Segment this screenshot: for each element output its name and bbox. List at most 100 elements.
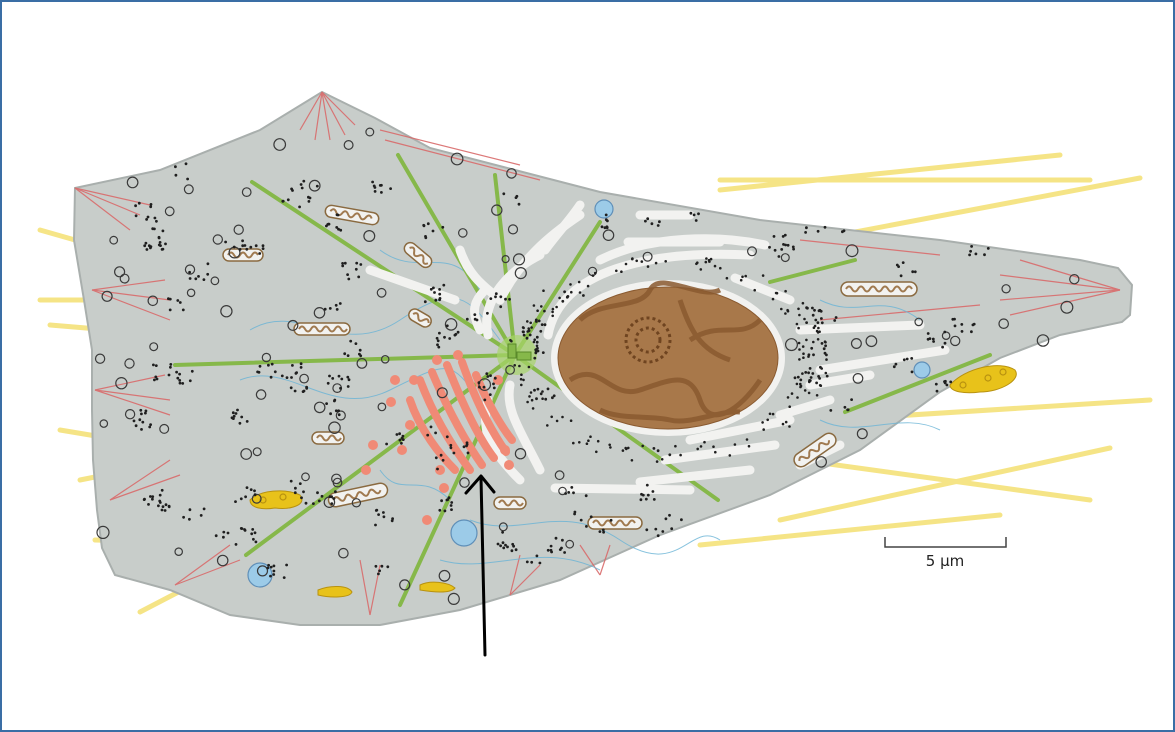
actin-filament — [509, 564, 541, 596]
ribosome — [398, 432, 401, 436]
vesicle — [124, 358, 135, 369]
ribosome — [806, 306, 809, 310]
ribosome — [267, 563, 270, 567]
ribosome — [510, 549, 514, 553]
ribosome — [535, 335, 539, 339]
vesicle — [363, 230, 376, 243]
ribosome — [536, 346, 539, 350]
ribosome — [429, 287, 433, 291]
ribosome — [784, 243, 787, 247]
ribosome — [792, 247, 795, 251]
er-cisterna — [480, 395, 525, 485]
ribosome — [602, 530, 605, 534]
ribosome — [337, 227, 340, 231]
ribosome — [609, 518, 613, 522]
endosome — [913, 361, 931, 379]
lysosome-vesicle — [959, 381, 967, 389]
lysosome-vesicle — [999, 368, 1007, 376]
golgi-vesicle — [368, 440, 378, 450]
ribosome — [591, 274, 595, 277]
ribosome — [486, 311, 489, 315]
ribosome — [646, 493, 650, 497]
ribosome — [499, 295, 503, 299]
ribosome — [719, 266, 722, 270]
vesicle — [852, 373, 864, 384]
ribosome — [521, 326, 525, 329]
ribosome — [656, 224, 660, 227]
ribosome — [829, 409, 833, 412]
ribosome — [389, 187, 392, 191]
vesicle — [602, 229, 615, 241]
ribosome — [449, 446, 453, 450]
ribosome — [664, 260, 667, 263]
ribosome — [815, 381, 818, 385]
er-cisterna — [635, 465, 755, 487]
ribosome — [550, 415, 553, 419]
ribosome — [238, 421, 242, 425]
ribosome — [132, 419, 136, 423]
ribosome — [601, 528, 605, 532]
ribosome — [527, 327, 530, 330]
ribosome — [546, 424, 549, 427]
ribosome — [478, 385, 481, 389]
lysosome — [317, 586, 353, 598]
ribosome — [249, 245, 253, 249]
ribosome — [502, 192, 506, 196]
ribosome — [808, 367, 812, 370]
ribosome — [697, 212, 700, 216]
ribosome — [188, 508, 192, 512]
ribosome — [542, 289, 545, 293]
ribosome — [382, 515, 386, 519]
actin-filament — [74, 187, 141, 216]
ribosome — [222, 530, 226, 534]
vesicle — [299, 373, 310, 384]
ribosome — [519, 377, 523, 381]
ribosome — [816, 321, 820, 324]
ribosome — [983, 253, 986, 257]
ribosome — [573, 510, 577, 514]
ribosome — [804, 371, 808, 374]
vesicle — [506, 168, 517, 179]
ribosome — [338, 302, 342, 305]
ribosome — [178, 381, 182, 385]
ribosome — [819, 309, 823, 313]
ribosome — [535, 340, 539, 344]
ribosome — [843, 405, 847, 409]
actin-filament — [109, 474, 181, 501]
vesicle — [94, 353, 106, 364]
ribosome — [343, 352, 347, 356]
vesicle — [356, 358, 368, 369]
ribosome — [660, 458, 664, 461]
ribosome — [781, 422, 785, 426]
golgi-vesicle — [405, 420, 415, 430]
ribosome — [777, 255, 781, 258]
centriole — [516, 351, 532, 361]
ribosome — [522, 378, 525, 382]
ribosome — [814, 318, 818, 322]
ribosome — [441, 458, 445, 462]
ribosome — [250, 532, 254, 536]
ribosome — [492, 382, 495, 386]
ribosome — [960, 330, 964, 333]
ribosome — [527, 365, 531, 369]
ribosome — [842, 229, 846, 233]
golgi-cisterna — [443, 361, 498, 462]
ribosome — [656, 449, 660, 453]
endosomes — [247, 199, 931, 588]
ribosome — [704, 260, 708, 264]
ribosome — [788, 425, 791, 428]
ribosome — [253, 493, 257, 497]
ribosome — [579, 518, 583, 522]
ribosome — [333, 398, 337, 402]
ribosome — [654, 261, 658, 265]
ribosome — [252, 537, 255, 541]
ribosome — [176, 376, 180, 380]
actin-filament — [174, 559, 241, 586]
ribosome — [824, 371, 828, 375]
ribosome — [813, 308, 816, 312]
ribosome — [786, 308, 789, 312]
ribosome — [739, 278, 743, 282]
ribosome — [635, 259, 638, 263]
ribosome — [437, 345, 441, 349]
ribosome — [627, 446, 630, 450]
